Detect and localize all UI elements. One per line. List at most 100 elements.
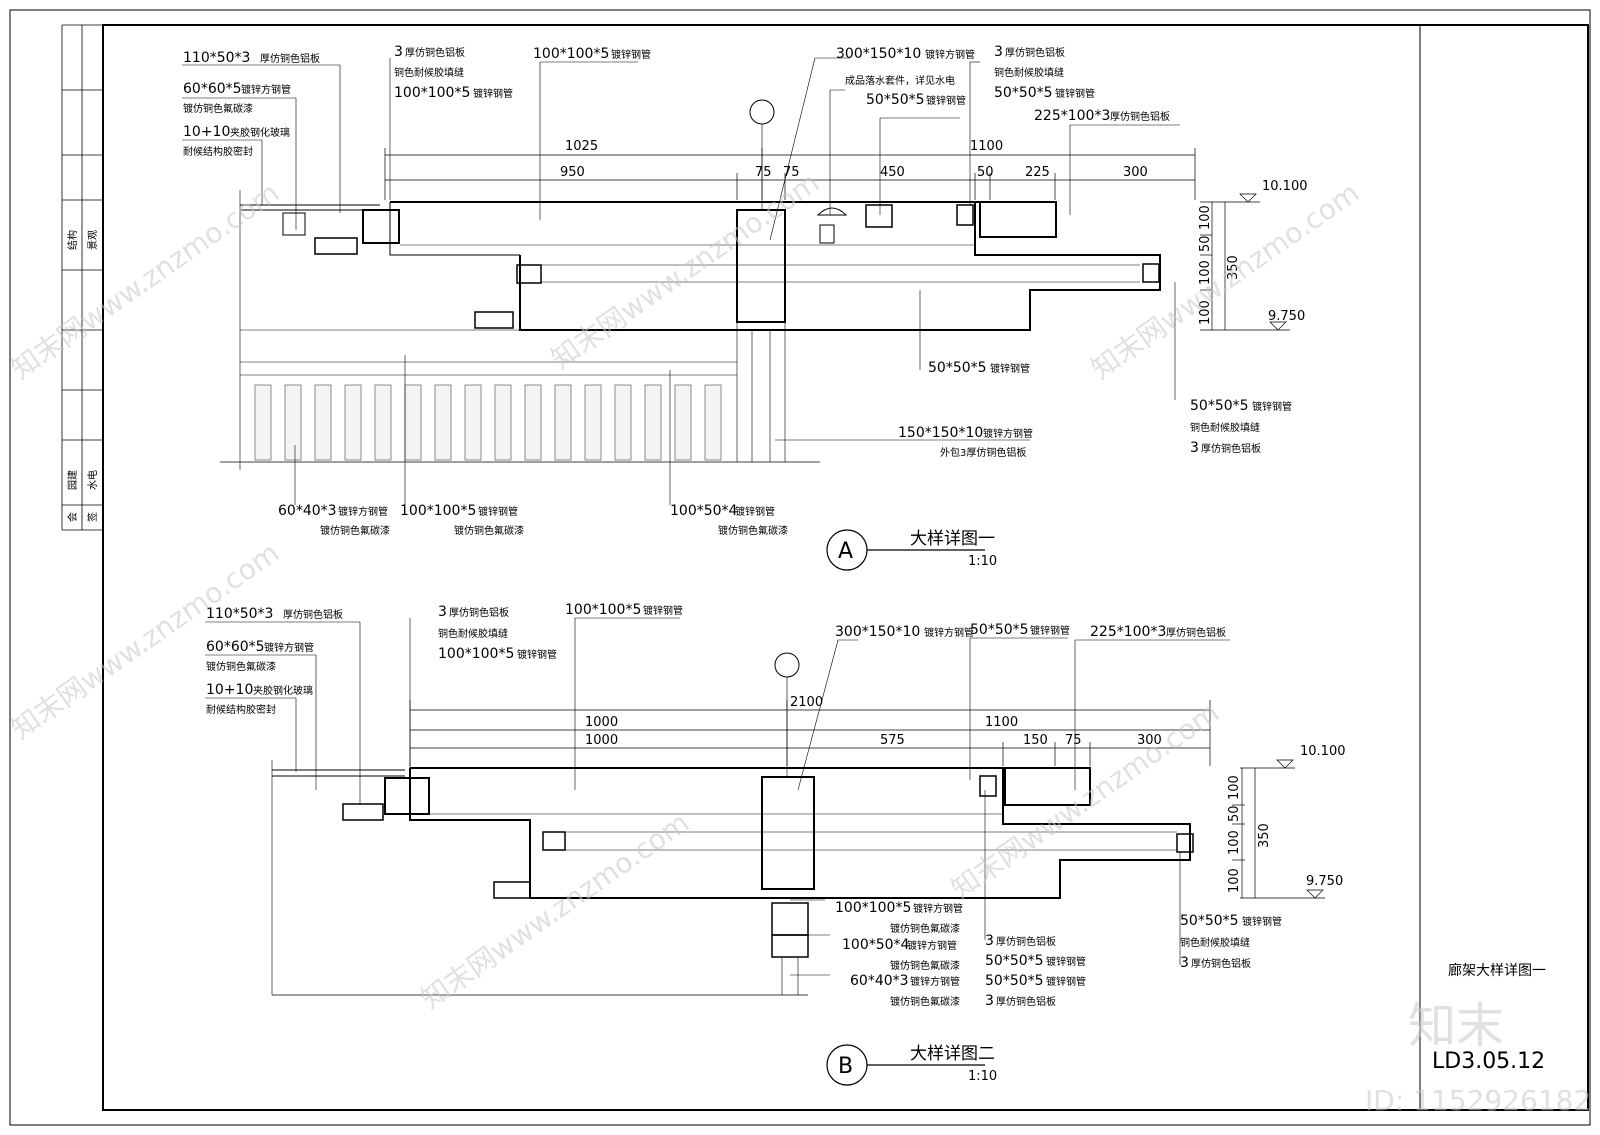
a-label-11-code: 50*50*5 xyxy=(866,92,925,108)
b-label-14-cn: 镀锌方钢管 xyxy=(907,939,957,952)
a-label-24-code: 100*100*5 xyxy=(400,503,476,519)
b-label-20-code: 50*50*5 xyxy=(985,973,1044,989)
strip-label-sign1: 会 xyxy=(66,512,79,522)
b-level-top: 10.100 xyxy=(1300,744,1346,759)
detail-a-marker: A xyxy=(838,539,853,564)
detail-a-dimension-lines xyxy=(384,148,1290,331)
a-label-14-cn: 镀锌钢管 xyxy=(1055,87,1095,100)
drawing-border xyxy=(102,24,1589,1111)
a-dim-75b: 75 xyxy=(783,165,800,180)
detail-a-posts xyxy=(254,384,722,461)
a-label-27-cn: 镀仿铜色氟碳漆 xyxy=(718,524,788,537)
b-label-9-code: 300*150*10 xyxy=(835,624,920,640)
a-dim-225: 225 xyxy=(1025,165,1050,180)
b-label-18-code: 3 xyxy=(985,933,994,949)
a-label-14-code: 50*50*5 xyxy=(994,85,1053,101)
b-label-14-code: 100*50*4 xyxy=(842,937,910,953)
b-label-17-cn: 镀仿铜色氟碳漆 xyxy=(890,995,960,1008)
b-side-100b: 100 xyxy=(1227,830,1242,855)
b-label-7-cn: 镀锌钢管 xyxy=(517,648,557,661)
sheet-title: 廊架大样详图一 xyxy=(1448,962,1546,979)
b-label-0-code: 110*50*3 xyxy=(206,606,273,622)
detail-b-title-text: 大样详图二 xyxy=(910,1044,995,1064)
b-label-9-cn: 镀锌方钢管 xyxy=(924,626,974,639)
detail-a-scale: 1:10 xyxy=(968,554,997,569)
a-level-top: 10.100 xyxy=(1262,179,1308,194)
b-label-24-cn: 厚仿铜色铝板 xyxy=(1191,957,1251,970)
a-label-1-code: 60*60*5 xyxy=(183,81,242,97)
a-dim-1025: 1025 xyxy=(565,139,598,154)
a-label-8-code: 100*100*5 xyxy=(533,46,609,62)
detail-b-labels: 110*50*3 厚仿铜色铝板 60*60*5 镀锌方钢管 镀仿铜色氟碳漆 10… xyxy=(206,602,1282,1009)
b-side-100c: 100 xyxy=(1227,868,1242,893)
b-label-12-code: 100*100*5 xyxy=(835,900,911,916)
watermark-site-1: 知末网www.znzmo.com xyxy=(5,176,285,386)
b-side-50: 50 xyxy=(1227,805,1242,822)
signoff-strip xyxy=(61,24,104,531)
detail-b-dimension-lines xyxy=(409,700,1325,899)
a-label-3-code: 10+10 xyxy=(183,124,230,140)
b-label-22-cn: 镀锌钢管 xyxy=(1242,915,1282,928)
a-label-12-code: 3 xyxy=(994,44,1003,60)
a-label-0-cn: 厚仿铜色铝板 xyxy=(260,52,320,65)
a-label-19-code: 50*50*5 xyxy=(1190,398,1249,414)
b-label-3-cn: 夹胶钢化玻璃 xyxy=(253,684,313,697)
b-level-bottom: 9.750 xyxy=(1306,874,1343,889)
a-label-16-code: 50*50*5 xyxy=(928,360,987,376)
b-label-15-cn: 镀仿铜色氟碳漆 xyxy=(890,959,960,972)
a-side-100a: 100 xyxy=(1198,205,1213,230)
a-side-50: 50 xyxy=(1198,235,1213,252)
a-label-23-cn: 镀仿铜色氟碳漆 xyxy=(320,524,390,537)
detail-b-scale: 1:10 xyxy=(968,1069,997,1084)
a-label-17-code: 150*150*10 xyxy=(898,425,983,441)
a-dim-75a: 75 xyxy=(755,165,772,180)
b-label-5-cn: 厚仿铜色铝板 xyxy=(449,606,509,619)
detail-a-labels: 110*50*3 厚仿铜色铝板 60*60*5 镀锌方钢管 镀仿铜色氟碳漆 10… xyxy=(183,44,1292,537)
a-label-5-code: 3 xyxy=(394,44,403,60)
b-label-18-cn: 厚仿铜色铝板 xyxy=(996,935,1056,948)
a-label-9-code: 300*150*10 xyxy=(836,46,921,62)
b-label-1-code: 60*60*5 xyxy=(206,639,265,655)
a-label-26-cn: 镀锌钢管 xyxy=(735,505,775,518)
b-side-100a: 100 xyxy=(1227,775,1242,800)
a-label-7-code: 100*100*5 xyxy=(394,85,470,101)
a-label-13-cn: 铜色耐候胶填缝 xyxy=(994,66,1064,79)
strip-label-garden: 园建 xyxy=(66,470,79,490)
a-label-11-cn: 镀锌钢管 xyxy=(926,94,966,107)
b-label-11-code: 225*100*3 xyxy=(1090,624,1166,640)
a-label-25-cn: 镀仿铜色氟碳漆 xyxy=(454,524,524,537)
a-label-15-cn: 厚仿铜色铝板 xyxy=(1110,110,1170,123)
a-label-5-cn: 厚仿铜色铝板 xyxy=(405,46,465,59)
b-label-3-code: 10+10 xyxy=(206,682,253,698)
b-dim-1100: 1100 xyxy=(985,715,1018,730)
b-label-12-cn: 镀锌方钢管 xyxy=(913,902,963,915)
a-dim-300: 300 xyxy=(1123,165,1148,180)
b-dim-75: 75 xyxy=(1065,733,1082,748)
b-label-11-cn: 厚仿铜色铝板 xyxy=(1166,626,1226,639)
strip-label-sign2: 签 xyxy=(86,512,99,522)
a-label-16-cn: 镀锌钢管 xyxy=(990,362,1030,375)
b-label-23-cn: 铜色耐候胶填缝 xyxy=(1180,936,1250,949)
b-label-13-cn: 镀仿铜色氟碳漆 xyxy=(890,922,960,935)
b-label-20-cn: 镀锌钢管 xyxy=(1046,975,1086,988)
b-label-4-cn: 耐候结构胶密封 xyxy=(206,703,276,716)
b-label-8-code: 100*100*5 xyxy=(565,602,641,618)
a-side-100c: 100 xyxy=(1198,300,1213,325)
a-dim-50: 50 xyxy=(977,165,994,180)
b-label-21-cn: 厚仿铜色铝板 xyxy=(996,995,1056,1008)
strip-label-landscape: 景观 xyxy=(87,230,99,250)
strip-label-structure: 结构 xyxy=(66,230,79,250)
b-label-6-cn: 铜色耐候胶填缝 xyxy=(438,627,508,640)
b-dim-2100: 2100 xyxy=(790,695,823,710)
a-label-9-cn: 镀锌方钢管 xyxy=(925,48,975,61)
a-side-100b: 100 xyxy=(1198,260,1213,285)
b-label-10-code: 50*50*5 xyxy=(970,622,1029,638)
a-label-20-cn: 铜色耐候胶填缝 xyxy=(1190,421,1260,434)
b-label-19-code: 50*50*5 xyxy=(985,953,1044,969)
b-dim-1000b: 1000 xyxy=(585,733,618,748)
a-label-4-cn: 耐候结构胶密封 xyxy=(183,145,253,158)
b-dim-1000a: 1000 xyxy=(585,715,618,730)
a-label-3-cn: 夹胶钢化玻璃 xyxy=(230,126,290,139)
detail-b-title: B 大样详图二 1:10 xyxy=(826,1044,997,1086)
